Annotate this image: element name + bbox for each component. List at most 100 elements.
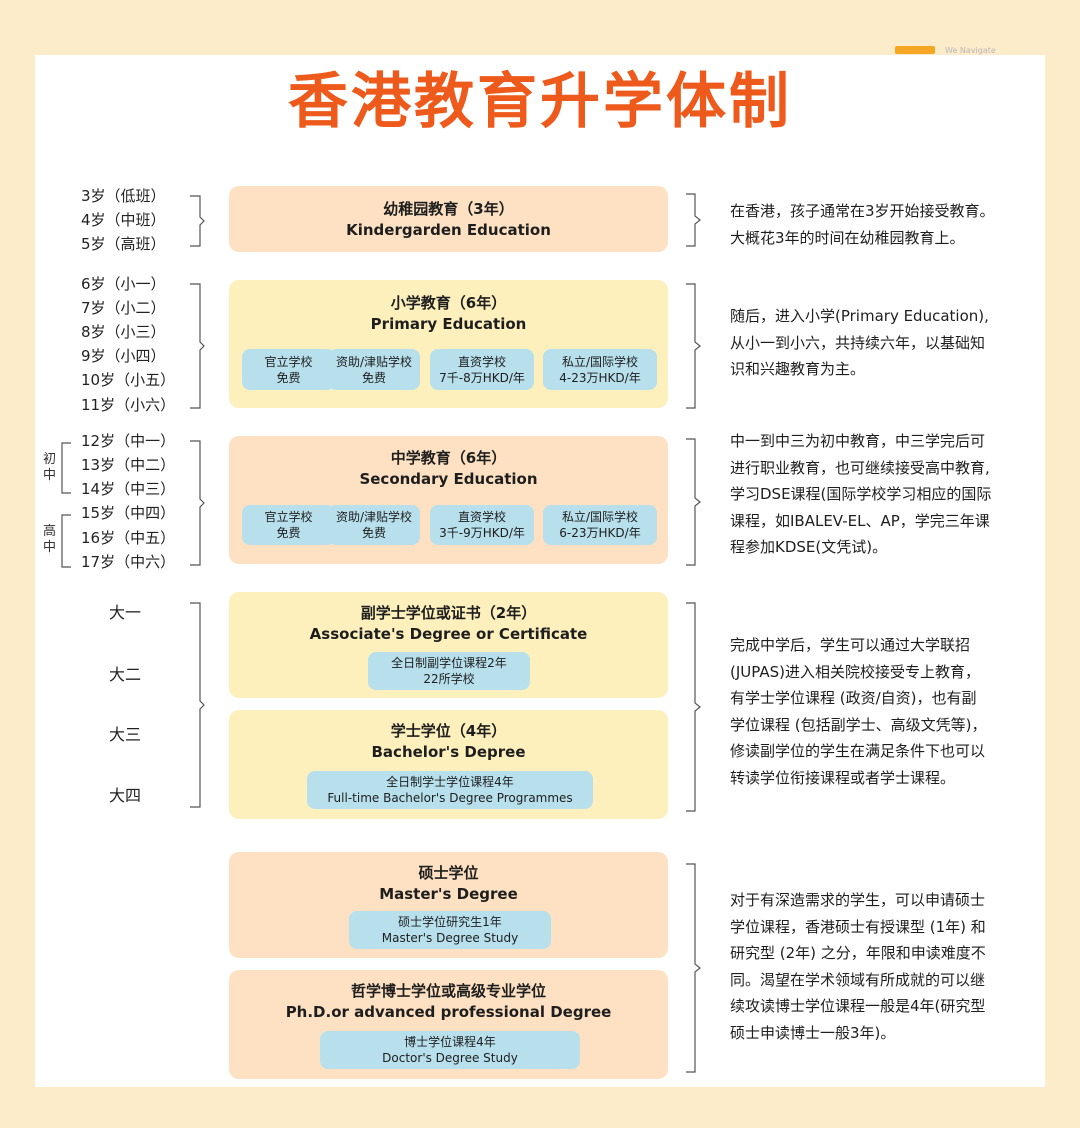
age-label: 大一 xyxy=(109,603,142,622)
stage-title-cn: 幼稚园教育（3年） xyxy=(383,200,514,218)
description-line: 研究型 (2年) 之分，年限和申读难度不 xyxy=(730,944,986,962)
stage-title-en: Ph.D.or advanced professional Degree xyxy=(285,1003,612,1021)
chip-line: 直资学校 xyxy=(457,354,506,369)
chip-line: 3千-9万HKD/年 xyxy=(439,526,525,540)
age-label: 16岁（中五） xyxy=(81,529,176,547)
secondary-desc-bracket xyxy=(685,438,701,566)
age-label: 大三 xyxy=(109,725,142,744)
kindergarten-age-bracket xyxy=(189,195,205,247)
school-type-chip: 官立学校 免费 xyxy=(242,505,335,545)
bachelor-stage-box: 学士学位（4年） Bachelor's Depree 全日制学士学位课程4年 F… xyxy=(229,710,668,819)
chip-line: 免费 xyxy=(276,526,301,540)
description-line: 同。渴望在学术领域有所成就的可以继 xyxy=(730,970,986,989)
junior-bracket xyxy=(59,442,71,494)
school-type-chip: 直资学校 3千-9万HKD/年 xyxy=(430,505,534,545)
stage-title-en: Bachelor's Depree xyxy=(371,743,526,761)
description-line: 转读学位衔接课程或者学士课程。 xyxy=(730,768,956,787)
chip-line: Doctor's Degree Study xyxy=(382,1051,518,1065)
description-line: 程参加KDSE(文凭试)。 xyxy=(730,538,888,556)
program-chip: 全日制副学位课程2年 22所学校 xyxy=(368,652,530,690)
chip-line: 资助/津贴学校 xyxy=(335,510,413,524)
description-line: 硕士申读博士一般3年)。 xyxy=(730,1023,896,1042)
chip-line: 22所学校 xyxy=(423,672,475,686)
description-line: (JUPAS)进入相关院校接受专上教育， xyxy=(730,662,980,681)
description-line: 修读副学位的学生在满足条件下也可以 xyxy=(730,742,986,760)
kindergarten-desc-bracket xyxy=(685,193,701,247)
description-line: 学习DSE课程(国际学校学习相应的国际 xyxy=(730,485,992,503)
age-label: 11岁（小六） xyxy=(81,396,176,414)
age-label: 大四 xyxy=(109,786,142,805)
stage-title-cn: 哲学博士学位或高级专业学位 xyxy=(350,982,546,1000)
age-label: 9岁（小四） xyxy=(81,347,166,365)
age-label: 15岁（中四） xyxy=(81,504,176,522)
stage-title-en: Associate's Degree or Certificate xyxy=(309,625,588,643)
postgraduate-desc-bracket xyxy=(685,863,701,1073)
phd-stage-box: 哲学博士学位或高级专业学位 Ph.D.or advanced professio… xyxy=(229,970,668,1079)
primary-age-bracket xyxy=(189,283,205,409)
chip-line: 私立/国际学校 xyxy=(561,510,639,524)
university-description: 完成中学后，学生可以通过大学联招 (JUPAS)进入相关院校接受专上教育， 有学… xyxy=(730,632,1035,791)
program-chip: 硕士学位研究生1年 Master's Degree Study xyxy=(349,911,551,949)
description-line: 识和兴趣教育为主。 xyxy=(730,360,866,378)
chip-line: 7千-8万HKD/年 xyxy=(439,370,525,385)
chip-line: 官立学校 xyxy=(264,510,313,524)
stage-title-en: Primary Education xyxy=(370,315,527,333)
description-line: 有学士学位课程 (政资/自资)，也有副 xyxy=(730,689,977,707)
program-chip: 博士学位课程4年 Doctor's Degree Study xyxy=(320,1031,580,1069)
school-type-chip: 直资学校 7千-8万HKD/年 xyxy=(430,349,534,390)
description-line: 从小一到小六，共持续六年，以基础知 xyxy=(730,333,986,352)
description-line: 随后，进入小学(Primary Education), xyxy=(730,307,989,325)
description-line: 完成中学后，学生可以通过大学联招 xyxy=(730,636,971,654)
stage-title-en: Master's Degree xyxy=(379,885,518,903)
kindergarten-description: 在香港，孩子通常在3岁开始接受教育。 大概花3年的时间在幼稚园教育上。 xyxy=(730,198,1035,251)
stage-title-cn: 学士学位（4年） xyxy=(390,722,507,740)
chip-line: 免费 xyxy=(361,370,386,385)
description-line: 对于有深造需求的学生，可以申请硕士 xyxy=(730,891,986,909)
postgraduate-description: 对于有深造需求的学生，可以申请硕士 学位课程，香港硕士有授课型 (1年) 和 研… xyxy=(730,887,1035,1046)
school-type-chip: 官立学校 免费 xyxy=(242,349,335,390)
secondary-age-bracket xyxy=(189,440,205,566)
description-line: 中一到中三为初中教育，中三学完后可 xyxy=(730,432,986,450)
school-type-chip: 资助/津贴学校 免费 xyxy=(328,349,420,390)
school-type-chip: 私立/国际学校 6-23万HKD/年 xyxy=(543,505,657,545)
chip-line: 博士学位课程4年 xyxy=(404,1035,496,1049)
stage-title-cn: 中学教育（6年） xyxy=(390,449,507,467)
senior-bracket xyxy=(59,514,71,568)
chip-line: Full-time Bachelor's Degree Programmes xyxy=(327,791,573,805)
chip-line: 4-23万HKD/年 xyxy=(559,370,641,385)
brand-tagline: We Navigate xyxy=(945,46,996,55)
description-line: 课程，如IBALEV-EL、AP，学完三年课 xyxy=(730,511,990,530)
age-label: 13岁（中二） xyxy=(81,456,176,474)
stage-title-cn: 硕士学位 xyxy=(418,864,479,882)
chip-line: 免费 xyxy=(361,526,386,540)
page-title: 香港教育升学体制 xyxy=(288,67,792,137)
chip-line: 私立/国际学校 xyxy=(561,354,639,369)
chip-line: 6-23万HKD/年 xyxy=(559,526,641,540)
senior-high-label: 高中 xyxy=(43,524,57,555)
age-label: 10岁（小五） xyxy=(81,371,176,389)
age-label: 8岁（小三） xyxy=(81,323,166,341)
primary-stage-box: 小学教育（6年） Primary Education 官立学校 免费 资助/津贴… xyxy=(229,280,668,408)
stage-title-cn: 小学教育（6年） xyxy=(390,294,507,312)
chip-line: 硕士学位研究生1年 xyxy=(398,915,502,929)
associate-stage-box: 副学士学位或证书（2年） Associate's Degree or Certi… xyxy=(229,592,668,698)
school-type-chip: 私立/国际学校 4-23万HKD/年 xyxy=(543,349,657,390)
chip-line: 免费 xyxy=(276,370,301,385)
description-line: 大概花3年的时间在幼稚园教育上。 xyxy=(730,228,965,247)
age-label: 4岁（中班） xyxy=(81,211,166,229)
secondary-stage-box: 中学教育（6年） Secondary Education 官立学校 免费 资助/… xyxy=(229,436,668,564)
chip-line: 资助/津贴学校 xyxy=(335,354,413,369)
primary-desc-bracket xyxy=(685,283,701,409)
chip-line: 直资学校 xyxy=(457,510,506,524)
age-label: 大二 xyxy=(109,665,142,684)
chip-line: 全日制学士学位课程4年 xyxy=(386,775,514,789)
age-label: 3岁（低班） xyxy=(81,187,166,205)
description-line: 在香港，孩子通常在3岁开始接受教育。 xyxy=(730,202,995,220)
master-stage-box: 硕士学位 Master's Degree 硕士学位研究生1年 Master's … xyxy=(229,852,668,958)
description-line: 学位课程 (包括副学士、高级文凭等)， xyxy=(730,715,987,734)
age-label: 14岁（中三） xyxy=(81,480,176,498)
stage-title-en: Kindergarden Education xyxy=(346,221,551,239)
junior-high-label: 初中 xyxy=(43,452,57,483)
stage-title-cn: 副学士学位或证书（2年） xyxy=(360,604,537,622)
brand-logo-icon xyxy=(895,46,935,54)
